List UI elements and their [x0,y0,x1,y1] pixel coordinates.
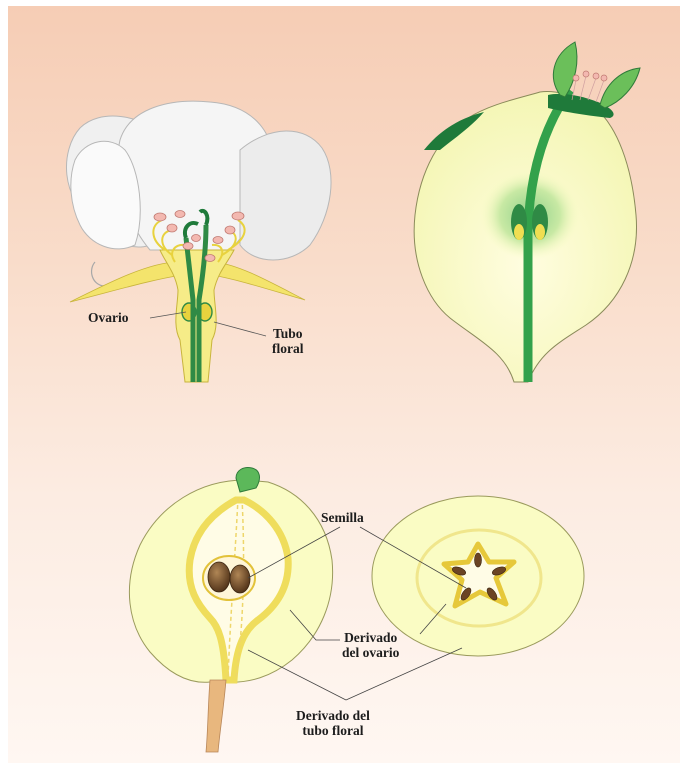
young-ovule-left [514,224,524,240]
young-ovule-right [535,224,545,240]
mature-fruit-cross-section [372,496,584,656]
label-ovary: Ovario [88,310,129,325]
petal-curl [92,262,104,286]
mature-stalk [206,680,226,752]
floral-tube-leader [214,322,266,336]
label-seed: Semilla [321,510,364,525]
label-ovary-derivative: Derivado del ovario [342,630,399,660]
petal-right [240,131,331,260]
petal-front-left [71,141,140,249]
young-sepal-right [600,68,640,108]
sepal-right [212,262,305,300]
sepal-left [70,262,182,302]
mature-seed-right [230,565,250,593]
mature-seed-left [208,562,230,592]
mature-calyx [236,467,259,492]
young-sepal-left [553,42,577,97]
label-floral-tube: Tubo floral [272,326,304,356]
label-floral-tube-derivative: Derivado del tubo floral [296,708,370,738]
young-fruit-section [414,42,640,382]
